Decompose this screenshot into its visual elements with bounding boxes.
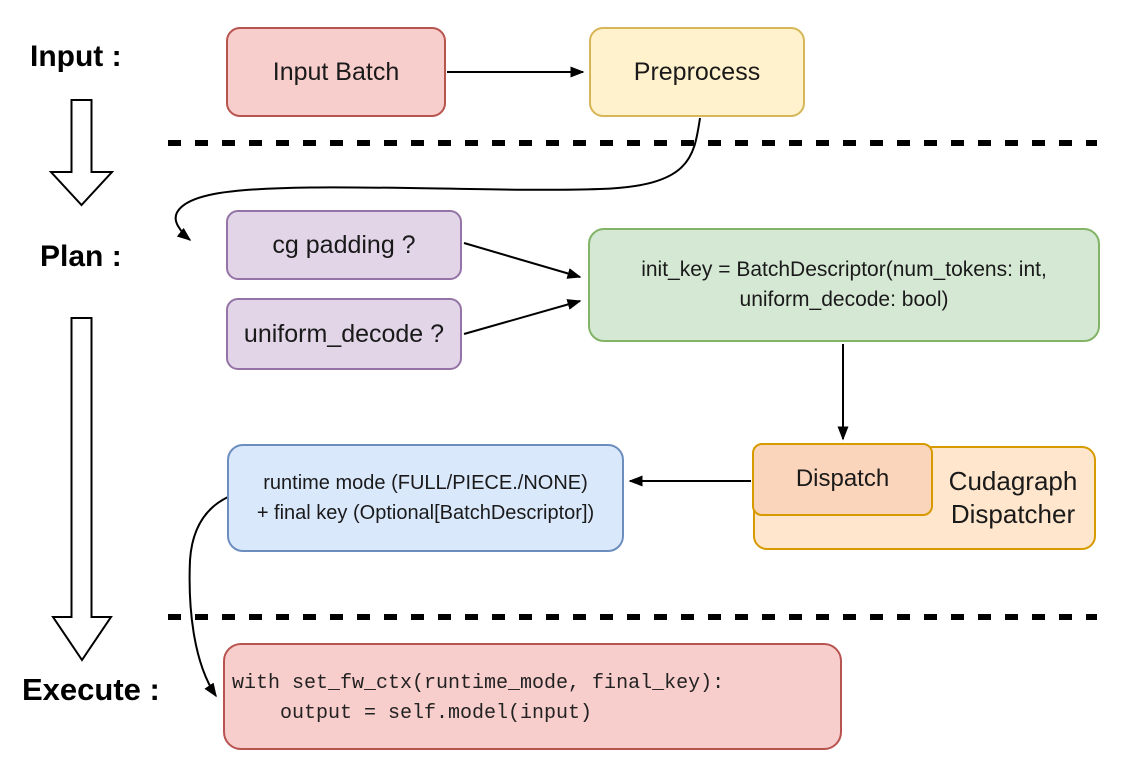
node-uniform-decode: uniform_decode ? [226,298,462,370]
node-init-key: init_key = BatchDescriptor(num_tokens: i… [588,228,1100,342]
edge-preprocess-cgpadding [174,117,701,241]
node-dispatch-label: Dispatch [795,465,890,493]
node-input-batch-label: Input Batch [272,58,400,86]
execute-code-line2: output = self.model(input) [232,702,593,725]
node-execute-code: with set_fw_ctx(runtime_mode, final_key)… [223,643,842,750]
node-cg-padding-label: cg padding ? [272,231,416,259]
cudagraph-line2: Dispatcher [950,499,1076,529]
node-runtime-line2: + final key (Optional[BatchDescriptor]) [256,502,595,524]
node-dispatch: Dispatch [752,443,933,516]
stage-label-plan: Plan : [40,240,122,273]
node-init-key-line2: uniform_decode: bool) [739,288,949,311]
cudagraph-line1: Cudagraph [948,466,1078,496]
edge-runtime-executecode [188,496,229,698]
execute-code-block: with set_fw_ctx(runtime_mode, final_key)… [225,645,724,729]
execute-code-line1: with set_fw_ctx(runtime_mode, final_key)… [232,672,725,695]
node-uniform-decode-label: uniform_decode ? [243,320,445,348]
node-cg-padding: cg padding ? [226,210,462,280]
edge-uniformdecode-initkey [463,299,582,335]
node-cudagraph-dispatcher-label: Cudagraph Dispatcher [932,465,1094,531]
edge-cgpadding-initkey [463,242,582,279]
stage-label-input: Input : [30,40,122,73]
node-input-batch: Input Batch [226,27,446,117]
plan-to-execute-arrow-icon [51,317,113,662]
node-runtime-result: runtime mode (FULL/PIECE./NONE) + final … [227,444,624,552]
node-preprocess-label: Preprocess [633,58,761,86]
node-init-key-line1: init_key = BatchDescriptor(num_tokens: i… [641,258,1047,281]
node-preprocess: Preprocess [589,27,805,117]
input-to-plan-arrow-icon [48,99,115,207]
node-runtime-line1: runtime mode (FULL/PIECE./NONE) [263,472,588,494]
stage-label-execute: Execute : [22,672,160,707]
